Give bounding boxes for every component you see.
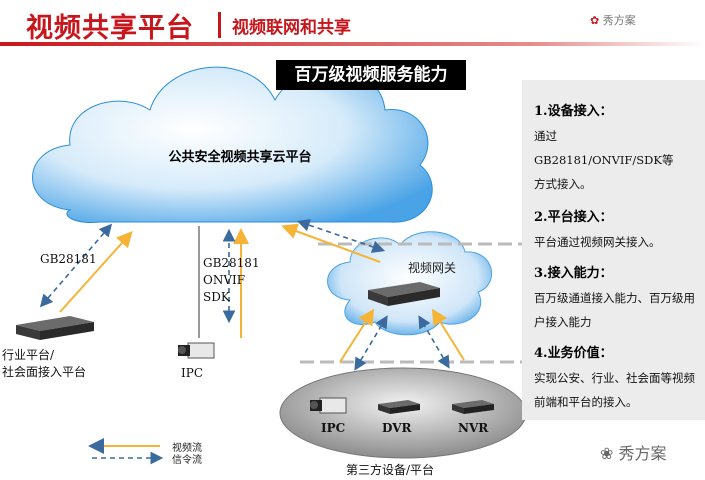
watermark-text: 秀方案	[618, 444, 667, 463]
gateway-label: 视频网关	[408, 261, 457, 275]
signal-arrow-gateway	[296, 219, 386, 253]
gateway-cloud-shape	[327, 231, 493, 336]
header-rule	[0, 42, 705, 46]
cloud-label: 公共安全视频共享云平台	[168, 150, 312, 165]
protocol-left-label: GB28181	[40, 252, 97, 266]
third-party-ipc-icon	[310, 397, 347, 414]
nvr-label: NVR	[458, 421, 489, 435]
page-title: 视频共享平台	[26, 13, 194, 44]
panel-heading-4: 4.业务价值：	[534, 346, 613, 361]
third-party-label: 第三方设备/平台	[346, 463, 435, 477]
panel-heading-1: 1.设备接入：	[534, 104, 613, 119]
header-logo: ✿ 秀方案	[590, 12, 636, 28]
legend-signal-label: 信令流	[172, 455, 202, 466]
panel-heading-2: 2.平台接入：	[534, 210, 613, 225]
ipc-camera-icon	[178, 342, 215, 359]
watermark: ❀ 秀方案	[600, 440, 667, 464]
description-panel: 1.设备接入： 通过 GB28181/ONVIF/SDK等 方式接入。 2.平台…	[522, 80, 705, 420]
capability-banner: 百万级视频服务能力	[276, 60, 466, 90]
dvr-device-icon	[378, 400, 420, 414]
industry-platform-label: 行业平台/ 社会面接入平台	[2, 348, 87, 379]
protocol-mid-2: ONVIF	[203, 273, 246, 287]
cloud-shape	[32, 66, 433, 224]
signal-arrow-devices-right	[418, 315, 450, 369]
logo-icon: ✿	[590, 14, 600, 27]
protocol-mid-1: GB28181	[203, 256, 260, 270]
gateway-device-icon	[368, 282, 440, 306]
dvr-label: DVR	[382, 421, 412, 435]
video-arrow-left	[59, 231, 133, 313]
industry-platform-device-icon	[16, 316, 94, 340]
third-party-ipc-label: IPC	[321, 421, 346, 435]
panel-body-2: 平台通过视频网关接入。	[534, 235, 661, 249]
watermark-icon: ❀	[600, 444, 614, 463]
panel-heading-3: 3.接入能力：	[534, 266, 613, 281]
panel-body-3: 百万级通道接入能力、百万级用户接入能力	[534, 291, 695, 329]
nvr-device-icon	[452, 400, 494, 414]
panel-body-4: 实现公安、行业、社会面等视频前端和平台的接入。	[534, 371, 695, 409]
ipc-left-label: IPC	[181, 366, 203, 380]
page-subtitle: 视频联网和共享	[232, 18, 351, 38]
panel-body-1: 通过 GB28181/ONVIF/SDK等 方式接入。	[534, 129, 674, 191]
logo-text: 秀方案	[602, 14, 636, 27]
third-party-ellipse	[279, 367, 527, 459]
legend-video-label: 视频流	[172, 443, 202, 454]
signal-arrow-devices-left	[354, 315, 388, 371]
title-divider	[218, 12, 221, 38]
protocol-mid-3: SDK	[203, 290, 230, 304]
